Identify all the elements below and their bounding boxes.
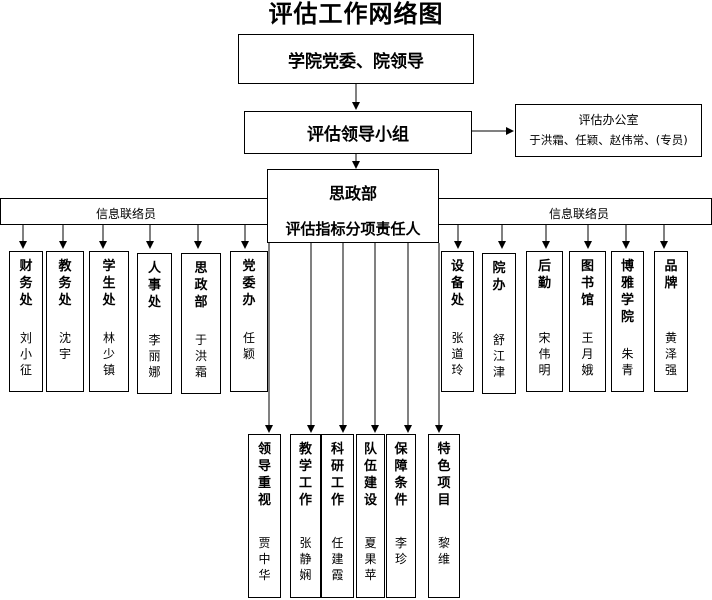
bottom-unit-research: 科研工作 任建霞 xyxy=(321,434,354,598)
unit-person: 张道玲 xyxy=(451,331,464,377)
unit-person: 贾中华 xyxy=(258,536,271,582)
unit-dept: 科研工作 xyxy=(330,442,344,508)
bottom-unit-special: 特色项目 黎维 xyxy=(428,434,460,598)
unit-dept: 人事处 xyxy=(147,261,161,310)
left-liaison-label: 信息联络员 xyxy=(96,207,157,221)
unit-person: 李丽娜 xyxy=(148,333,161,379)
unit-person: 于洪霜 xyxy=(194,333,207,379)
left-unit-ideology: 思政部 于洪霜 xyxy=(181,253,221,394)
center-line1: 思政部 xyxy=(328,184,377,203)
bottom-unit-teaching: 教学工作 张静娴 xyxy=(290,434,321,598)
unit-dept: 队伍建设 xyxy=(363,442,377,508)
center-line2: 评估指标分项责任人 xyxy=(285,220,421,238)
left-unit-student: 学生处 林少镇 xyxy=(89,251,129,392)
unit-dept: 教学工作 xyxy=(298,442,312,508)
unit-person: 黄泽强 xyxy=(664,331,677,377)
left-unit-party-office: 党委办 任颖 xyxy=(230,251,268,392)
unit-person: 任颖 xyxy=(242,331,255,361)
unit-dept: 党委办 xyxy=(242,259,256,308)
left-unit-finance: 财务处 刘小征 xyxy=(9,251,43,392)
right-unit-logistics: 后勤 宋伟明 xyxy=(526,251,563,392)
bottom-unit-leadership: 领导重视 贾中华 xyxy=(248,434,281,598)
right-unit-library: 图书馆 王月娥 xyxy=(569,251,606,392)
top-leadership-box: 学院党委、院领导 xyxy=(238,34,474,84)
unit-person: 林少镇 xyxy=(102,331,115,377)
unit-dept: 设备处 xyxy=(450,259,464,308)
unit-person: 王月娥 xyxy=(581,331,594,377)
leader-group-label: 评估领导小组 xyxy=(307,125,409,145)
office-members: 于洪霜、任颖、赵伟常、(专员) xyxy=(529,133,688,147)
leader-group-box: 评估领导小组 xyxy=(244,111,472,154)
right-unit-boya-college: 博雅学院 朱青 xyxy=(611,251,644,392)
center-box: 思政部 评估指标分项责任人 xyxy=(267,169,439,243)
unit-person: 黎维 xyxy=(437,536,450,566)
unit-dept: 教务处 xyxy=(58,259,72,308)
right-unit-equipment: 设备处 张道玲 xyxy=(441,251,474,392)
unit-dept: 后勤 xyxy=(537,259,551,291)
unit-dept: 学生处 xyxy=(102,259,116,308)
bottom-unit-team: 队伍建设 夏果苹 xyxy=(356,434,385,598)
unit-person: 沈宇 xyxy=(58,331,71,361)
unit-dept: 保障条件 xyxy=(394,442,408,508)
top-leadership-label: 学院党委、院领导 xyxy=(288,51,424,72)
unit-dept: 图书馆 xyxy=(580,259,594,308)
right-liaison-label: 信息联络员 xyxy=(549,207,610,221)
unit-person: 宋伟明 xyxy=(538,331,551,377)
unit-dept: 特色项目 xyxy=(437,442,451,508)
unit-dept: 领导重视 xyxy=(257,442,271,508)
right-liaison-bar: 信息联络员 xyxy=(438,198,712,225)
right-unit-brand: 品牌 黄泽强 xyxy=(654,251,688,392)
unit-person: 李珍 xyxy=(394,536,407,566)
bottom-unit-support: 保障条件 李珍 xyxy=(386,434,416,598)
office-box: 评估办公室 于洪霜、任颖、赵伟常、(专员) xyxy=(515,104,702,157)
office-title: 评估办公室 xyxy=(578,113,639,127)
unit-person: 任建霞 xyxy=(331,536,344,582)
unit-person: 刘小征 xyxy=(19,331,32,377)
unit-dept: 品牌 xyxy=(664,259,678,291)
left-unit-hr: 人事处 李丽娜 xyxy=(137,253,172,394)
left-unit-academic: 教务处 沈宇 xyxy=(46,251,84,392)
unit-person: 舒江津 xyxy=(492,333,505,379)
unit-person: 张静娴 xyxy=(299,536,312,582)
right-unit-president-office: 院办 舒江津 xyxy=(482,253,516,394)
unit-dept: 博雅学院 xyxy=(620,259,634,325)
diagram-title: 评估工作网络图 xyxy=(268,0,444,28)
unit-dept: 思政部 xyxy=(194,261,208,310)
unit-person: 朱青 xyxy=(621,347,634,377)
unit-person: 夏果苹 xyxy=(364,536,377,582)
left-liaison-bar: 信息联络员 xyxy=(0,198,268,225)
unit-dept: 院办 xyxy=(492,261,506,293)
unit-dept: 财务处 xyxy=(19,259,33,308)
